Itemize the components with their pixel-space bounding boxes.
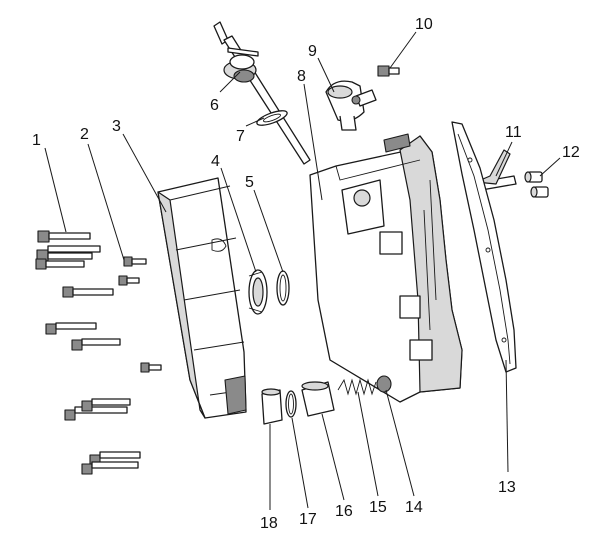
gasket-ring-part	[256, 110, 288, 126]
callout-9: 9	[308, 43, 317, 60]
o-ring-part	[276, 270, 290, 306]
callout-2: 2	[80, 126, 89, 143]
small-bolt-part	[377, 65, 400, 77]
bolt	[81, 461, 139, 475]
callout-6: 6	[210, 97, 219, 114]
leader-line-6	[219, 71, 241, 93]
callout-14: 14	[405, 499, 423, 516]
callout-13: 13	[498, 479, 516, 496]
dipstick-part	[213, 21, 311, 165]
leader-line-11	[495, 141, 513, 177]
outer-cover-part	[157, 177, 247, 419]
leader-line-16	[321, 413, 345, 501]
bolt	[37, 230, 91, 243]
callout-12: 12	[562, 144, 580, 161]
short-screw-set	[118, 256, 162, 373]
callout-15: 15	[369, 499, 387, 516]
leader-line-14	[385, 389, 415, 497]
main-housing-part	[309, 133, 463, 403]
leader-line-17	[291, 417, 309, 509]
leader-line-15	[357, 391, 379, 497]
callout-17: 17	[299, 511, 317, 528]
callout-7: 7	[236, 128, 245, 145]
spring-part	[337, 378, 377, 396]
leader-line-13	[505, 359, 509, 473]
seal-bushing-part	[248, 269, 268, 315]
callout-18: 18	[260, 515, 278, 532]
leader-lines	[44, 31, 561, 510]
bolt	[45, 322, 97, 335]
leader-line-5	[253, 189, 284, 273]
elbow-fitting-part	[325, 80, 377, 131]
callout-3: 3	[112, 118, 121, 135]
callout-5: 5	[245, 174, 254, 191]
plug-part	[376, 375, 392, 393]
leader-line-3	[122, 133, 167, 213]
callout-16: 16	[335, 503, 353, 520]
gasket-plate-part	[451, 121, 517, 373]
leader-line-4	[220, 167, 257, 273]
leader-line-12	[539, 157, 561, 177]
bolt-set	[35, 230, 141, 475]
piston-part	[301, 381, 335, 417]
leader-line-7	[245, 117, 265, 127]
bolt	[36, 245, 101, 262]
bolt	[64, 406, 128, 421]
leader-line-8	[303, 83, 323, 201]
retaining-ring-part	[285, 390, 297, 418]
leader-line-9	[317, 57, 335, 93]
cap-nut-part	[261, 388, 283, 425]
leader-line-1	[44, 147, 67, 233]
bolt	[81, 398, 131, 412]
bolt	[35, 258, 85, 270]
bolt	[71, 338, 121, 351]
callout-4: 4	[211, 153, 220, 170]
callout-11: 11	[505, 124, 522, 141]
bolt	[62, 286, 114, 298]
leader-line-2	[87, 143, 125, 261]
callout-1: 1	[32, 132, 41, 149]
callout-10: 10	[415, 16, 433, 33]
callout-8: 8	[297, 68, 306, 85]
callout-labels: 1 2 3 4 5 6 7 8 9 10 11 12 13 14 15 16 1…	[32, 16, 580, 532]
leader-line-10	[389, 31, 417, 69]
cap-set	[524, 171, 549, 198]
